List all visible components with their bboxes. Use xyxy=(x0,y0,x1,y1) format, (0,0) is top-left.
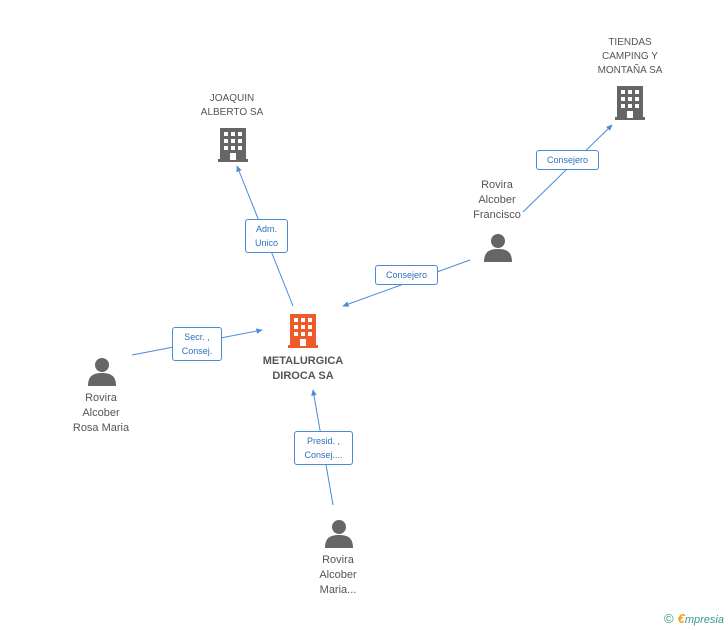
main-building-icon[interactable] xyxy=(288,314,318,348)
edge-label-secr-consej: Secr. , Consej. xyxy=(172,327,222,361)
person-icon[interactable] xyxy=(325,518,353,548)
edge-label-consejero-tiendas: Consejero xyxy=(536,150,599,170)
node-label-main-company[interactable]: METALURGICA DIROCA SA xyxy=(262,355,344,382)
brand-logo-initial: € xyxy=(677,611,685,626)
node-label-tiendas[interactable]: TIENDAS CAMPING Y MONTAÑA SA xyxy=(597,37,663,76)
edge-label-presid-consej: Presid. , Consej.... xyxy=(294,431,353,465)
building-icon[interactable] xyxy=(615,86,645,120)
edge-label-adm-unico: Adm. Unico xyxy=(245,219,288,253)
brand-footer: ©€mpresia xyxy=(664,611,724,626)
node-label-maria[interactable]: Rovira Alcober Maria... xyxy=(319,554,357,596)
person-icon[interactable] xyxy=(484,232,512,262)
building-icon[interactable] xyxy=(218,128,248,162)
node-label-francisco[interactable]: Rovira Alcober Francisco xyxy=(473,179,521,221)
brand-logo-text: mpresia xyxy=(684,614,724,626)
copyright-icon: © xyxy=(664,611,674,626)
node-label-joaquin[interactable]: JOAQUIN ALBERTO SA xyxy=(200,93,264,118)
edge-label-consejero-main: Consejero xyxy=(375,265,438,285)
node-label-rosa[interactable]: Rovira Alcober Rosa Maria xyxy=(72,392,130,434)
person-icon[interactable] xyxy=(88,356,116,386)
